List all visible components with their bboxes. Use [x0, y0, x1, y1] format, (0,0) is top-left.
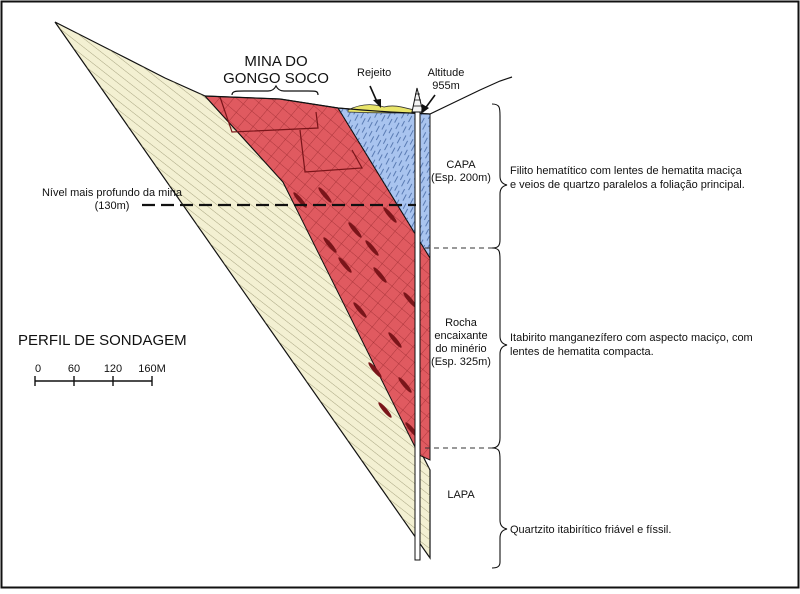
mine-label-line: GONGO SOCO [223, 70, 329, 87]
scale-labels: 0 60 120 160M [35, 363, 166, 375]
zone-name-capa-line: CAPA [446, 159, 476, 171]
zone-description-rocha-line: Itabirito manganezífero com aspecto maci… [510, 332, 753, 344]
altitude-label-line: Altitude [428, 67, 465, 79]
figure-title: PERFIL DE SONDAGEM [18, 332, 187, 349]
hematite-lens-mark [293, 192, 307, 208]
hematite-lens-mark [378, 402, 392, 418]
scale-tick-label: 160M [138, 363, 166, 375]
hematite-lens-mark [403, 292, 417, 308]
zone-name-rocha-line: Rocha [445, 317, 478, 329]
zone-description-capa-line: e veios de quartzo paralelos a foliação … [510, 179, 745, 191]
hematite-lens-mark [323, 237, 337, 253]
hematite-lens-mark [398, 377, 412, 393]
deepest-level-label-line: Nível mais profundo da mina [42, 187, 183, 199]
ore-host-rock-body [203, 95, 431, 461]
hematite-lens-mark [353, 302, 367, 318]
zone-description-lapa-line: Quartzito itabirítico friável e físsil. [510, 524, 671, 536]
zone-name-rocha-line: do minério [435, 343, 486, 355]
scale-tick-label: 120 [104, 363, 122, 375]
zone-description-labels: Filito hematítico com lentes de hematita… [510, 165, 753, 536]
scale-tick-label: 60 [68, 363, 80, 375]
hematite-lens-mark [373, 267, 387, 283]
scale-tick-label: 0 [35, 363, 41, 375]
zone-description-capa: Filito hematítico com lentes de hematita… [510, 165, 745, 191]
rejeito-arrow [369, 85, 381, 108]
zone-name-rocha-line: (Esp. 325m) [431, 356, 491, 368]
zone-name-capa-line: (Esp. 200m) [431, 172, 491, 184]
ground-surface-line [204, 76, 513, 115]
altitude-arrow [421, 94, 436, 114]
scale-bar [34, 376, 153, 386]
zone-description-capa-line: Filito hematítico com lentes de hematita… [510, 165, 743, 177]
hematite-lens-mark [368, 362, 382, 378]
rejeito-label: Rejeito [357, 67, 391, 79]
hematite-lens-mark [348, 222, 362, 238]
zone-description-rocha-line: lentes de hematita compacta. [510, 346, 654, 358]
hematite-lens-mark [383, 207, 397, 223]
mine-label-line: MINA DO [244, 53, 307, 70]
zone-name-capa: CAPA(Esp. 200m) [431, 159, 491, 184]
zone-name-lapa-line: LAPA [447, 489, 475, 501]
zone-description-rocha: Itabirito manganezífero com aspecto maci… [510, 332, 753, 358]
zone-name-lapa: LAPA [447, 489, 475, 501]
hematite-lens-mark [365, 240, 379, 256]
drill-hole [414, 111, 421, 561]
altitude-label-line: 955m [432, 80, 460, 92]
tailings-deposit [347, 104, 415, 114]
zone-braces [491, 103, 508, 569]
zone-name-rocha-line: encaixante [434, 330, 487, 342]
deepest-level-label: Nível mais profundo da mina(130m) [42, 187, 183, 212]
deepest-level-label-line: (130m) [95, 200, 130, 212]
hematite-lens-mark [338, 257, 352, 273]
drill-rig-icon [411, 87, 424, 113]
hematite-lens-mark [388, 332, 402, 348]
zone-description-lapa: Quartzito itabirítico friável e físsil. [510, 524, 671, 536]
hematite-lens-mark [318, 187, 332, 203]
mine-brace [231, 84, 319, 96]
